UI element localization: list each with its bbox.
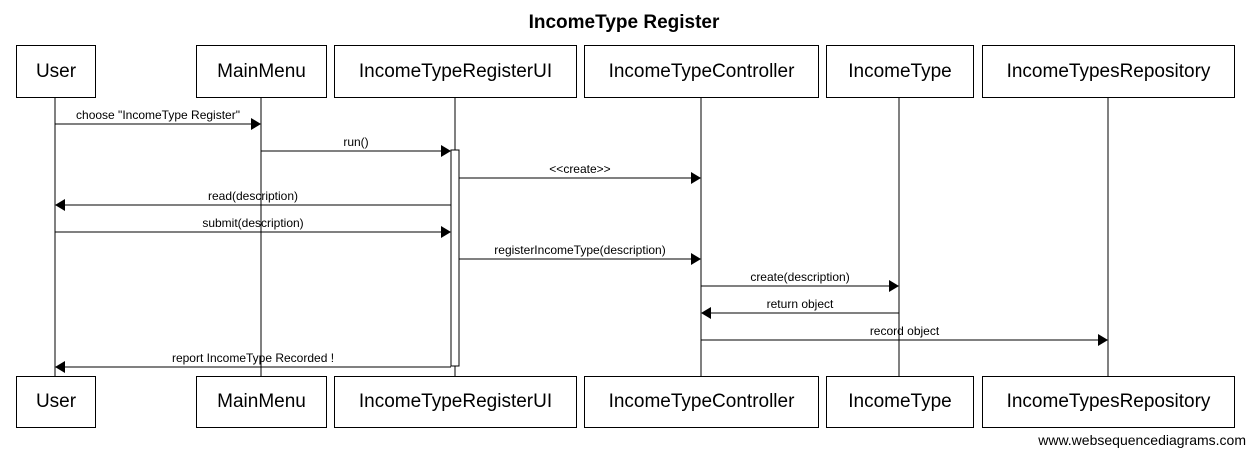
message-label: read(description) xyxy=(208,189,298,203)
diagram-title: IncomeType Register xyxy=(528,12,720,33)
message-label: submit(description) xyxy=(202,216,303,230)
message-arrow-head xyxy=(701,307,711,319)
message-label: create(description) xyxy=(750,270,849,284)
message-label: run() xyxy=(343,135,368,149)
message-arrow-head xyxy=(55,199,65,211)
message-label: registerIncomeType(description) xyxy=(494,243,665,257)
message-label: choose "IncomeType Register" xyxy=(76,108,240,122)
message-label: report IncomeType Recorded ! xyxy=(172,351,334,365)
activation-bar-ui xyxy=(450,149,460,367)
participant-user-top: User xyxy=(16,45,96,98)
participant-ui-bottom: IncomeTypeRegisterUI xyxy=(334,376,577,428)
participant-ui-top: IncomeTypeRegisterUI xyxy=(334,45,577,98)
message-label: <<create>> xyxy=(549,162,610,176)
participant-controller-top: IncomeTypeController xyxy=(584,45,819,98)
participant-repo-bottom: IncomeTypesRepository xyxy=(982,376,1235,428)
participant-incometype-top: IncomeType xyxy=(826,45,974,98)
message-arrow-head xyxy=(251,118,261,130)
message-label: record object xyxy=(870,324,940,338)
message-label: return object xyxy=(767,297,834,311)
footer-credit: www.websequencediagrams.com xyxy=(1038,432,1246,448)
participant-repo-top: IncomeTypesRepository xyxy=(982,45,1235,98)
message-arrow-head xyxy=(441,145,451,157)
participant-mainmenu-top: MainMenu xyxy=(196,45,327,98)
message-arrow-head xyxy=(1098,334,1108,346)
participant-mainmenu-bottom: MainMenu xyxy=(196,376,327,428)
message-arrow-head xyxy=(441,226,451,238)
message-arrow-head xyxy=(889,280,899,292)
message-arrow-head xyxy=(691,253,701,265)
message-arrow-head xyxy=(691,172,701,184)
message-arrow-head xyxy=(55,361,65,373)
participant-incometype-bottom: IncomeType xyxy=(826,376,974,428)
participant-user-bottom: User xyxy=(16,376,96,428)
participant-controller-bottom: IncomeTypeController xyxy=(584,376,819,428)
